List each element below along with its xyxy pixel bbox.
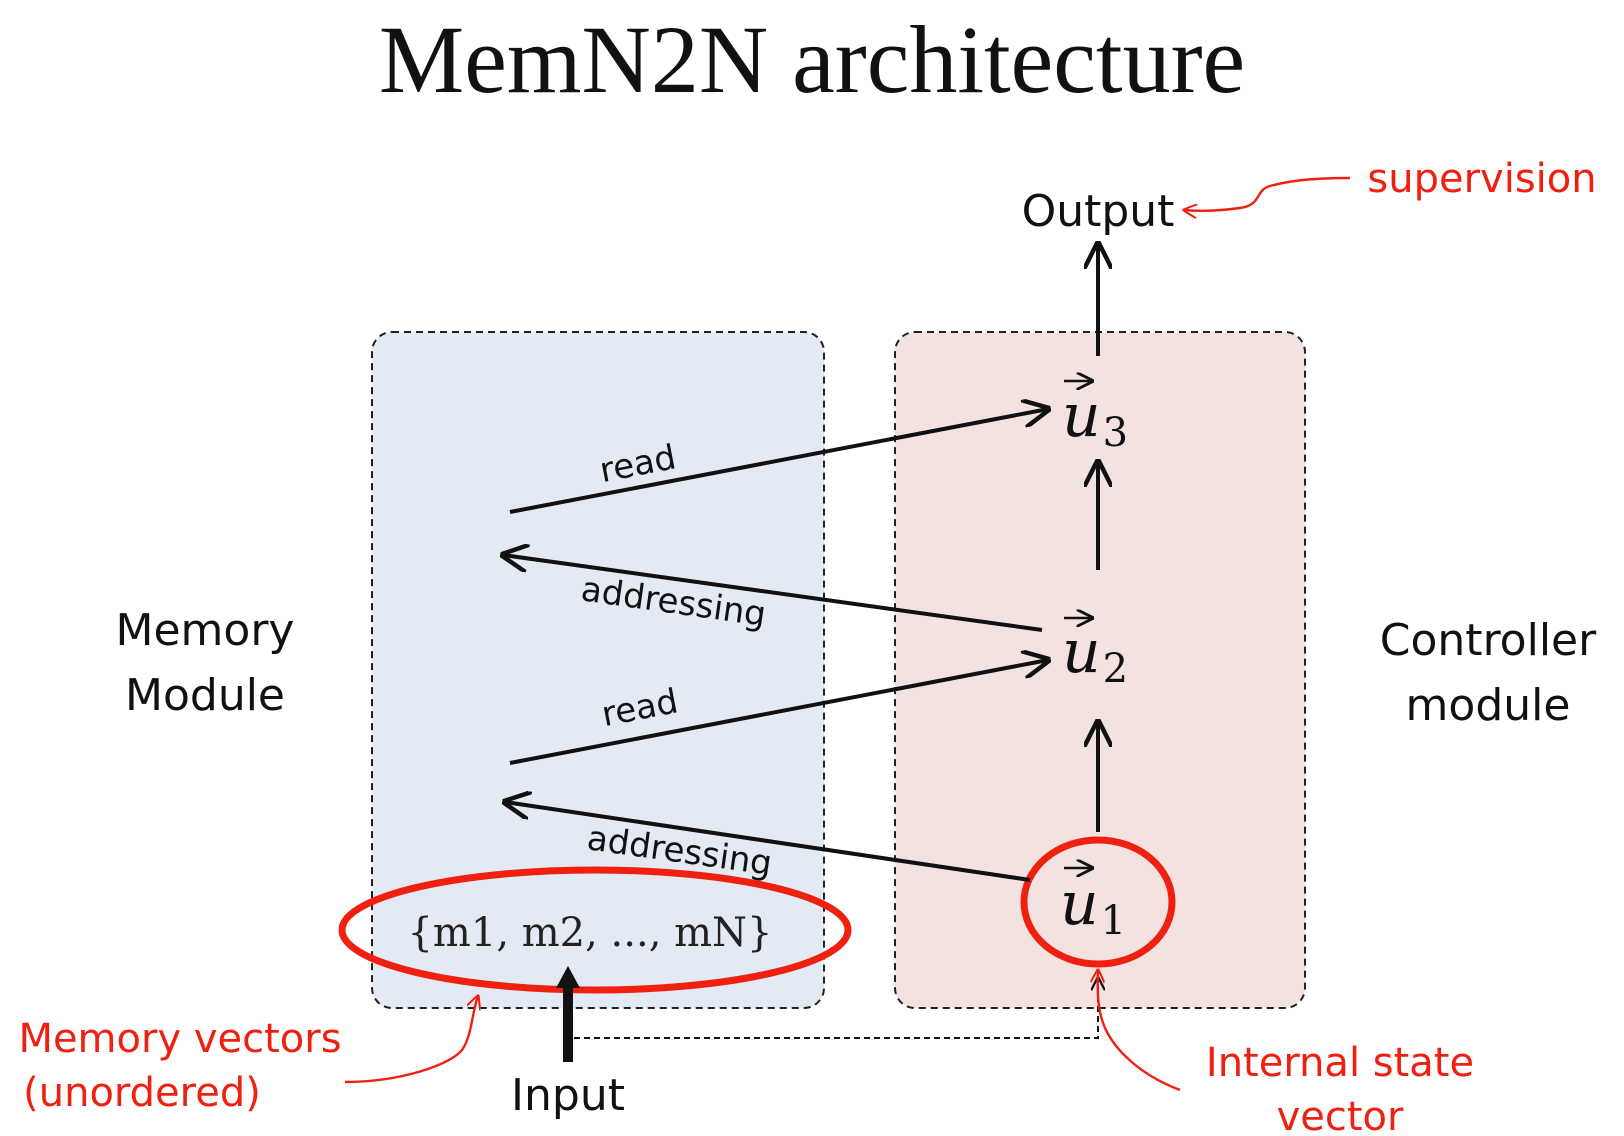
u3-symbol: u (1062, 381, 1101, 451)
internal-state-annotation-1: Internal state (1206, 1040, 1474, 1086)
controller-module-label-1: Controller (1380, 615, 1597, 666)
memory-vectors-highlight (338, 866, 852, 994)
memory-vectors-annotation-2: (unordered) (23, 1070, 261, 1116)
u3-vector: u3 (1062, 381, 1128, 456)
memory-module-box (371, 331, 825, 1009)
u1-vector: u1 (1060, 868, 1126, 944)
u1-highlight-circle (1020, 836, 1176, 968)
u2-subscript: 2 (1103, 646, 1128, 692)
internal-state-annotation-2: vector (1277, 1094, 1404, 1136)
input-arrowhead (556, 966, 580, 988)
memory-module-label-1: Memory (116, 605, 295, 656)
read-arrow-bottom (509, 660, 1048, 765)
memory-module-label-2: Module (125, 670, 285, 721)
controller-module-label-2: module (1406, 680, 1571, 731)
u2-vector: u2 (1062, 617, 1128, 692)
memory-vectors-annotation-1: Memory vectors (18, 1016, 341, 1062)
addressing-arrow-top (503, 555, 1043, 632)
u3-subscript: 3 (1103, 410, 1128, 456)
internal-state-arrow (1098, 970, 1181, 1092)
u1-symbol: u (1060, 869, 1099, 939)
supervision-arrow (1184, 176, 1351, 211)
read-arrow-top (509, 409, 1048, 514)
input-label: Input (511, 1070, 625, 1121)
svg-text:u3: u3 (1062, 381, 1128, 456)
memory-vectors-set: {m1, m2, ..., mN} (407, 910, 772, 956)
addressing-arrow-bottom (505, 802, 1031, 882)
u1-subscript: 1 (1101, 898, 1126, 944)
svg-text:u1: u1 (1060, 869, 1126, 944)
svg-text:u2: u2 (1062, 617, 1128, 692)
supervision-annotation: supervision (1367, 156, 1596, 202)
u2-symbol: u (1062, 617, 1101, 687)
page-title: MemN2N architecture (379, 6, 1245, 113)
memory-vectors-arrow (344, 996, 478, 1084)
output-label: Output (1022, 186, 1175, 237)
